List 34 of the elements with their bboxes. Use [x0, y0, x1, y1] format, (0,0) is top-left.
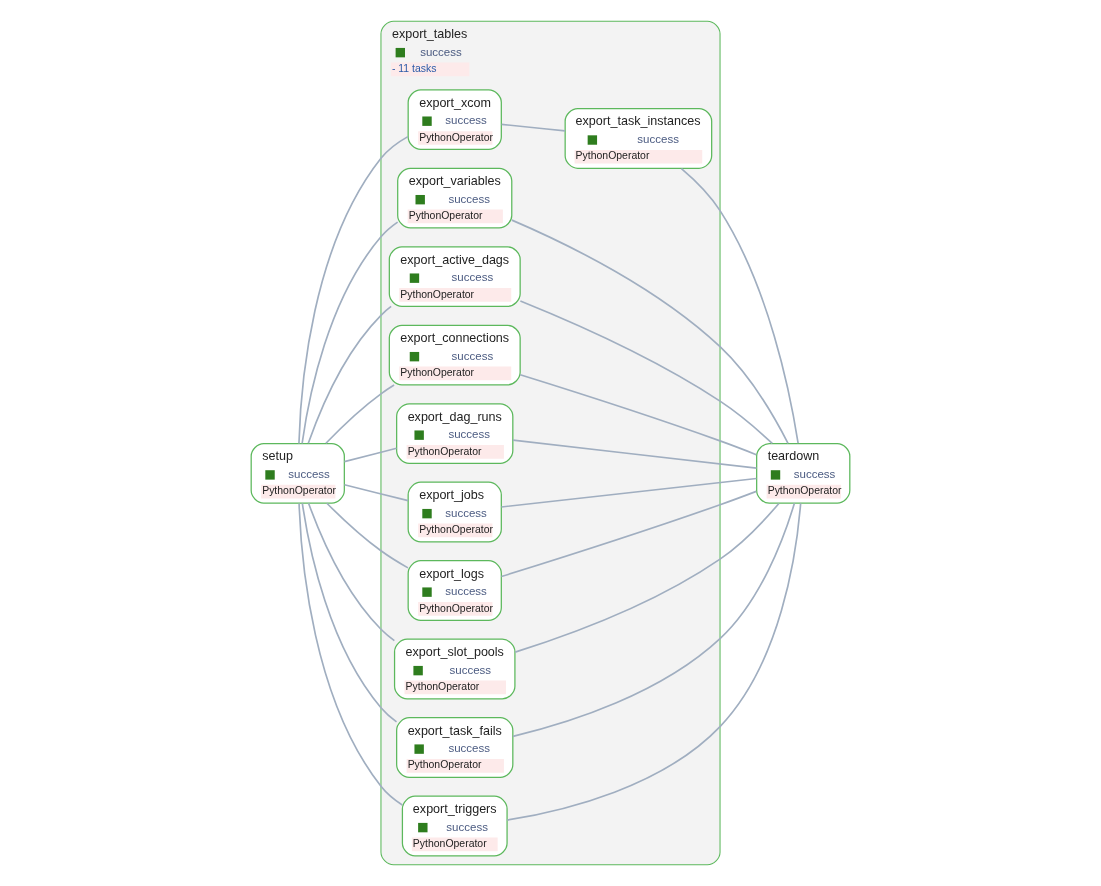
connector [519, 300, 774, 445]
node-box: export_connections success PythonOperator [388, 324, 521, 386]
node-box: export_jobs success PythonOperator [407, 481, 502, 543]
connector [514, 502, 780, 653]
connector [343, 447, 398, 463]
node-box: export_slot_pools success PythonOperator [393, 638, 516, 700]
connector [307, 502, 396, 642]
connector [512, 502, 796, 738]
node-box: export_triggers success PythonOperator [401, 795, 508, 857]
connector [298, 135, 409, 445]
node-box: teardown success PythonOperator [756, 442, 851, 504]
connector [512, 439, 758, 469]
connector [343, 483, 409, 502]
connector [511, 219, 789, 445]
node-box: export_task_fails success PythonOperator [396, 717, 514, 778]
node-box: export_logs success PythonOperator [407, 560, 502, 621]
node-box: export_variables success PythonOperator [397, 167, 513, 229]
connector [680, 167, 799, 444]
connector [301, 221, 399, 445]
connector [500, 477, 758, 508]
connector [307, 305, 392, 445]
node-box: export_task_instances success PythonOperator [564, 108, 713, 169]
connector [500, 123, 566, 132]
connector [325, 384, 395, 445]
connector [519, 373, 758, 456]
node-box: setup success PythonOperator [250, 442, 345, 504]
connector [326, 502, 409, 569]
node-box: export_dag_runs success PythonOperator [396, 403, 514, 465]
connector [298, 502, 404, 806]
connector [500, 490, 758, 578]
node-box: export_xcom success PythonOperator [407, 89, 502, 151]
node-box: export_active_dags success PythonOperator [388, 246, 521, 308]
connector [301, 502, 398, 723]
connector [506, 502, 802, 821]
